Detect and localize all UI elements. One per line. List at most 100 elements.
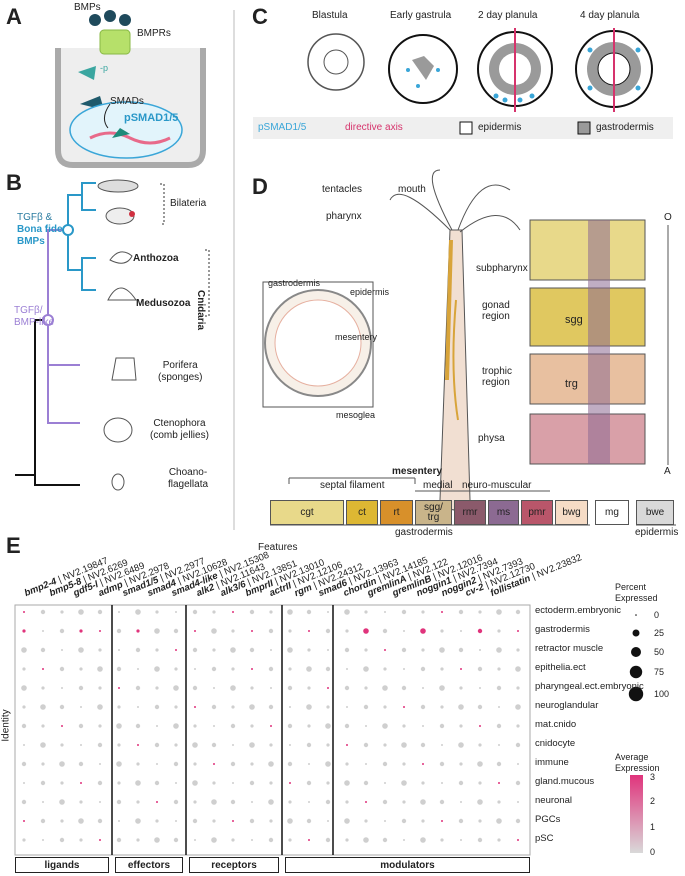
dot [135, 609, 141, 615]
dot [251, 801, 253, 803]
dot [383, 743, 387, 747]
dot [22, 705, 26, 709]
dot [97, 666, 103, 672]
dot [98, 648, 102, 652]
row-label: PGCs [535, 814, 561, 825]
dot [515, 609, 521, 615]
row-label: pSC [535, 833, 554, 844]
segment-rt: rt [380, 500, 413, 525]
dot [135, 647, 141, 653]
dot [193, 762, 197, 766]
dot [23, 820, 25, 822]
dot [60, 743, 64, 747]
dot [344, 818, 350, 824]
dot [23, 744, 25, 746]
dot [420, 628, 426, 634]
legend-percent [628, 614, 644, 702]
dot [211, 837, 217, 843]
d-mesentery-title: mesentery [392, 466, 443, 477]
dot [154, 704, 160, 710]
dot [345, 838, 349, 842]
dot [498, 706, 500, 708]
dot [403, 630, 405, 632]
dot [211, 742, 217, 748]
cat-effectors: effectors [115, 857, 183, 873]
dot [137, 706, 139, 708]
pct-50: 50 [654, 647, 665, 657]
dot [441, 820, 443, 822]
dot [306, 666, 312, 672]
dot [478, 819, 482, 823]
dot [420, 666, 426, 672]
dot [421, 648, 425, 652]
dot [192, 647, 198, 653]
dot [363, 780, 369, 786]
segment-sgg-trg: sgg/ trg [415, 500, 452, 525]
dot [173, 723, 179, 729]
dot [459, 724, 463, 728]
dot [306, 704, 312, 710]
dot [175, 782, 177, 784]
dot [458, 818, 464, 824]
dot [477, 761, 483, 767]
dot [382, 685, 388, 691]
dot [118, 611, 120, 613]
dot [420, 837, 426, 843]
dot [439, 723, 445, 729]
dot [212, 648, 216, 652]
dot [155, 648, 159, 652]
dot [78, 818, 84, 824]
dot [156, 801, 158, 803]
dot [118, 649, 120, 651]
dot [40, 742, 46, 748]
cat-receptors: receptors [189, 857, 279, 873]
dot [325, 666, 331, 672]
dot [515, 704, 521, 710]
porifera-label: Porifera(sponges) [158, 360, 203, 383]
dot [459, 762, 463, 766]
d-septal: septal filament [320, 480, 385, 491]
dot [477, 799, 483, 805]
segment-mg: mg [595, 500, 629, 525]
dot [517, 630, 519, 632]
dot [458, 704, 464, 710]
dot [497, 800, 501, 804]
dot [79, 667, 83, 671]
dot [402, 762, 406, 766]
dot [460, 630, 462, 632]
dot [22, 838, 26, 842]
d-pharynx: pharynx [326, 211, 362, 222]
dot [270, 649, 272, 651]
dot [365, 725, 367, 727]
dot [156, 763, 158, 765]
dot [232, 744, 234, 746]
dot [136, 800, 140, 804]
dot [174, 743, 178, 747]
stage-2day: 2 day planula [478, 10, 538, 21]
dot [307, 724, 311, 728]
dot [421, 819, 425, 823]
dot [78, 609, 84, 615]
dot [268, 799, 274, 805]
stage-blastula: Blastula [312, 10, 348, 21]
dot [268, 666, 274, 672]
dot [41, 686, 45, 690]
dot [232, 782, 234, 784]
dot [40, 818, 46, 824]
row-label: gastrodermis [535, 624, 590, 635]
dot [249, 609, 255, 615]
dot [363, 837, 369, 843]
dot [116, 666, 122, 672]
dot [41, 762, 45, 766]
dot [60, 819, 64, 823]
dot [384, 611, 386, 613]
dot [478, 781, 482, 785]
dot [268, 837, 274, 843]
dot [155, 686, 159, 690]
dot [61, 649, 63, 651]
dot [173, 799, 179, 805]
dot [516, 686, 520, 690]
legend-epidermis: epidermis [478, 122, 522, 133]
dot [40, 780, 46, 786]
dot [155, 610, 159, 614]
